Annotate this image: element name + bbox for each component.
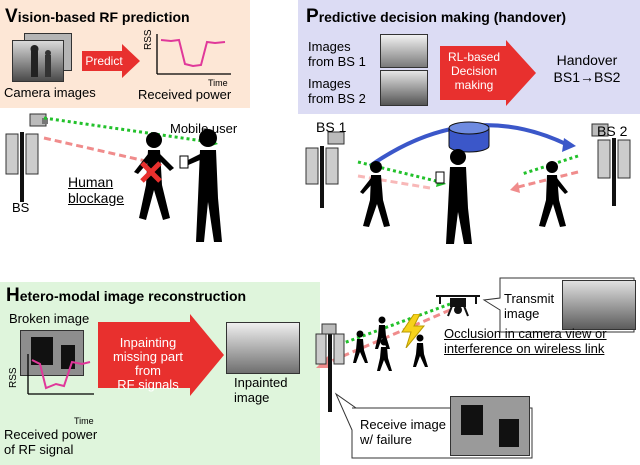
interference-bolt-icon: [401, 314, 426, 348]
transmit-image: [562, 280, 636, 330]
time-axis-label-a: Time: [208, 78, 228, 88]
camera-images-label: Camera images: [4, 85, 96, 100]
pedestrian-c2: [353, 330, 368, 363]
inpainting-arrow: [98, 314, 224, 396]
received-power-rf-label: Received power of RF signal: [4, 427, 98, 457]
base-station-a: [5, 113, 48, 202]
base-station-1: [305, 131, 345, 208]
received-power-label: Received power: [138, 87, 232, 102]
bs2-label: BS 2: [597, 123, 628, 139]
rss-chart-a: [156, 34, 231, 75]
camera-image-content: [30, 45, 51, 77]
bs1-label: BS 1: [316, 119, 347, 135]
pedestrian-right: [539, 161, 568, 227]
base-station-2: [591, 123, 631, 206]
inpainted-image-label: Inpainted image: [234, 375, 288, 405]
rl-decision-arrow: [440, 40, 536, 106]
base-station-c: [315, 323, 345, 412]
broken-image-label: Broken image: [9, 311, 90, 326]
panel-b-title: Predictive decision making (handover): [306, 6, 567, 27]
bs2-image-thumb: [380, 70, 428, 106]
rss-axis-label-c: RSS: [8, 367, 19, 388]
bs1-image-thumb: [380, 34, 428, 68]
handover-label: Handover BS1→BS2: [553, 52, 621, 85]
mobile-user-label: Mobile user: [170, 121, 238, 136]
blockage-x-icon: [140, 161, 162, 183]
predict-label: Predict: [85, 54, 123, 68]
broken-block-1: [31, 337, 53, 365]
failure-block-2: [499, 419, 519, 447]
mobile-user-center: [435, 149, 472, 244]
transmit-image-label: Transmit image: [504, 291, 555, 321]
received-failure-image: [450, 396, 530, 456]
server-cylinder-icon: [448, 121, 490, 153]
occlusion-interference-label: Occlusion in camera view or interference…: [444, 326, 607, 356]
receive-image-label: Receive image w/ failure: [360, 417, 446, 447]
pedestrian-c3: [377, 338, 392, 371]
pedestrian-c4: [413, 334, 428, 367]
rl-decision-label: RL-based Decision making: [447, 50, 501, 92]
camera-image-front: [12, 40, 64, 82]
mobile-user: [179, 129, 222, 242]
human-blockage-label: Human blockage: [68, 174, 125, 206]
broken-image: [20, 330, 84, 376]
panel-c-title: Hetero-modal image reconstruction: [6, 285, 247, 306]
predict-arrow: [82, 44, 140, 78]
bs-label-a: BS: [12, 200, 30, 215]
failure-block-1: [461, 405, 483, 435]
rss-chart-c: [27, 354, 94, 395]
pedestrian-left: [360, 161, 390, 227]
inpainted-image: [226, 322, 300, 374]
images-from-bs1-label: Images from BS 1: [308, 39, 366, 69]
time-axis-label-c: Time: [74, 416, 94, 426]
rss-axis-label-a: RSS: [143, 29, 154, 50]
inpainting-label: Inpainting missing part from RF signals: [112, 335, 184, 392]
drone-icon: [436, 295, 480, 317]
panel-a-title: Vision-based RF prediction: [5, 6, 190, 27]
images-from-bs2-label: Images from BS 2: [308, 76, 366, 106]
